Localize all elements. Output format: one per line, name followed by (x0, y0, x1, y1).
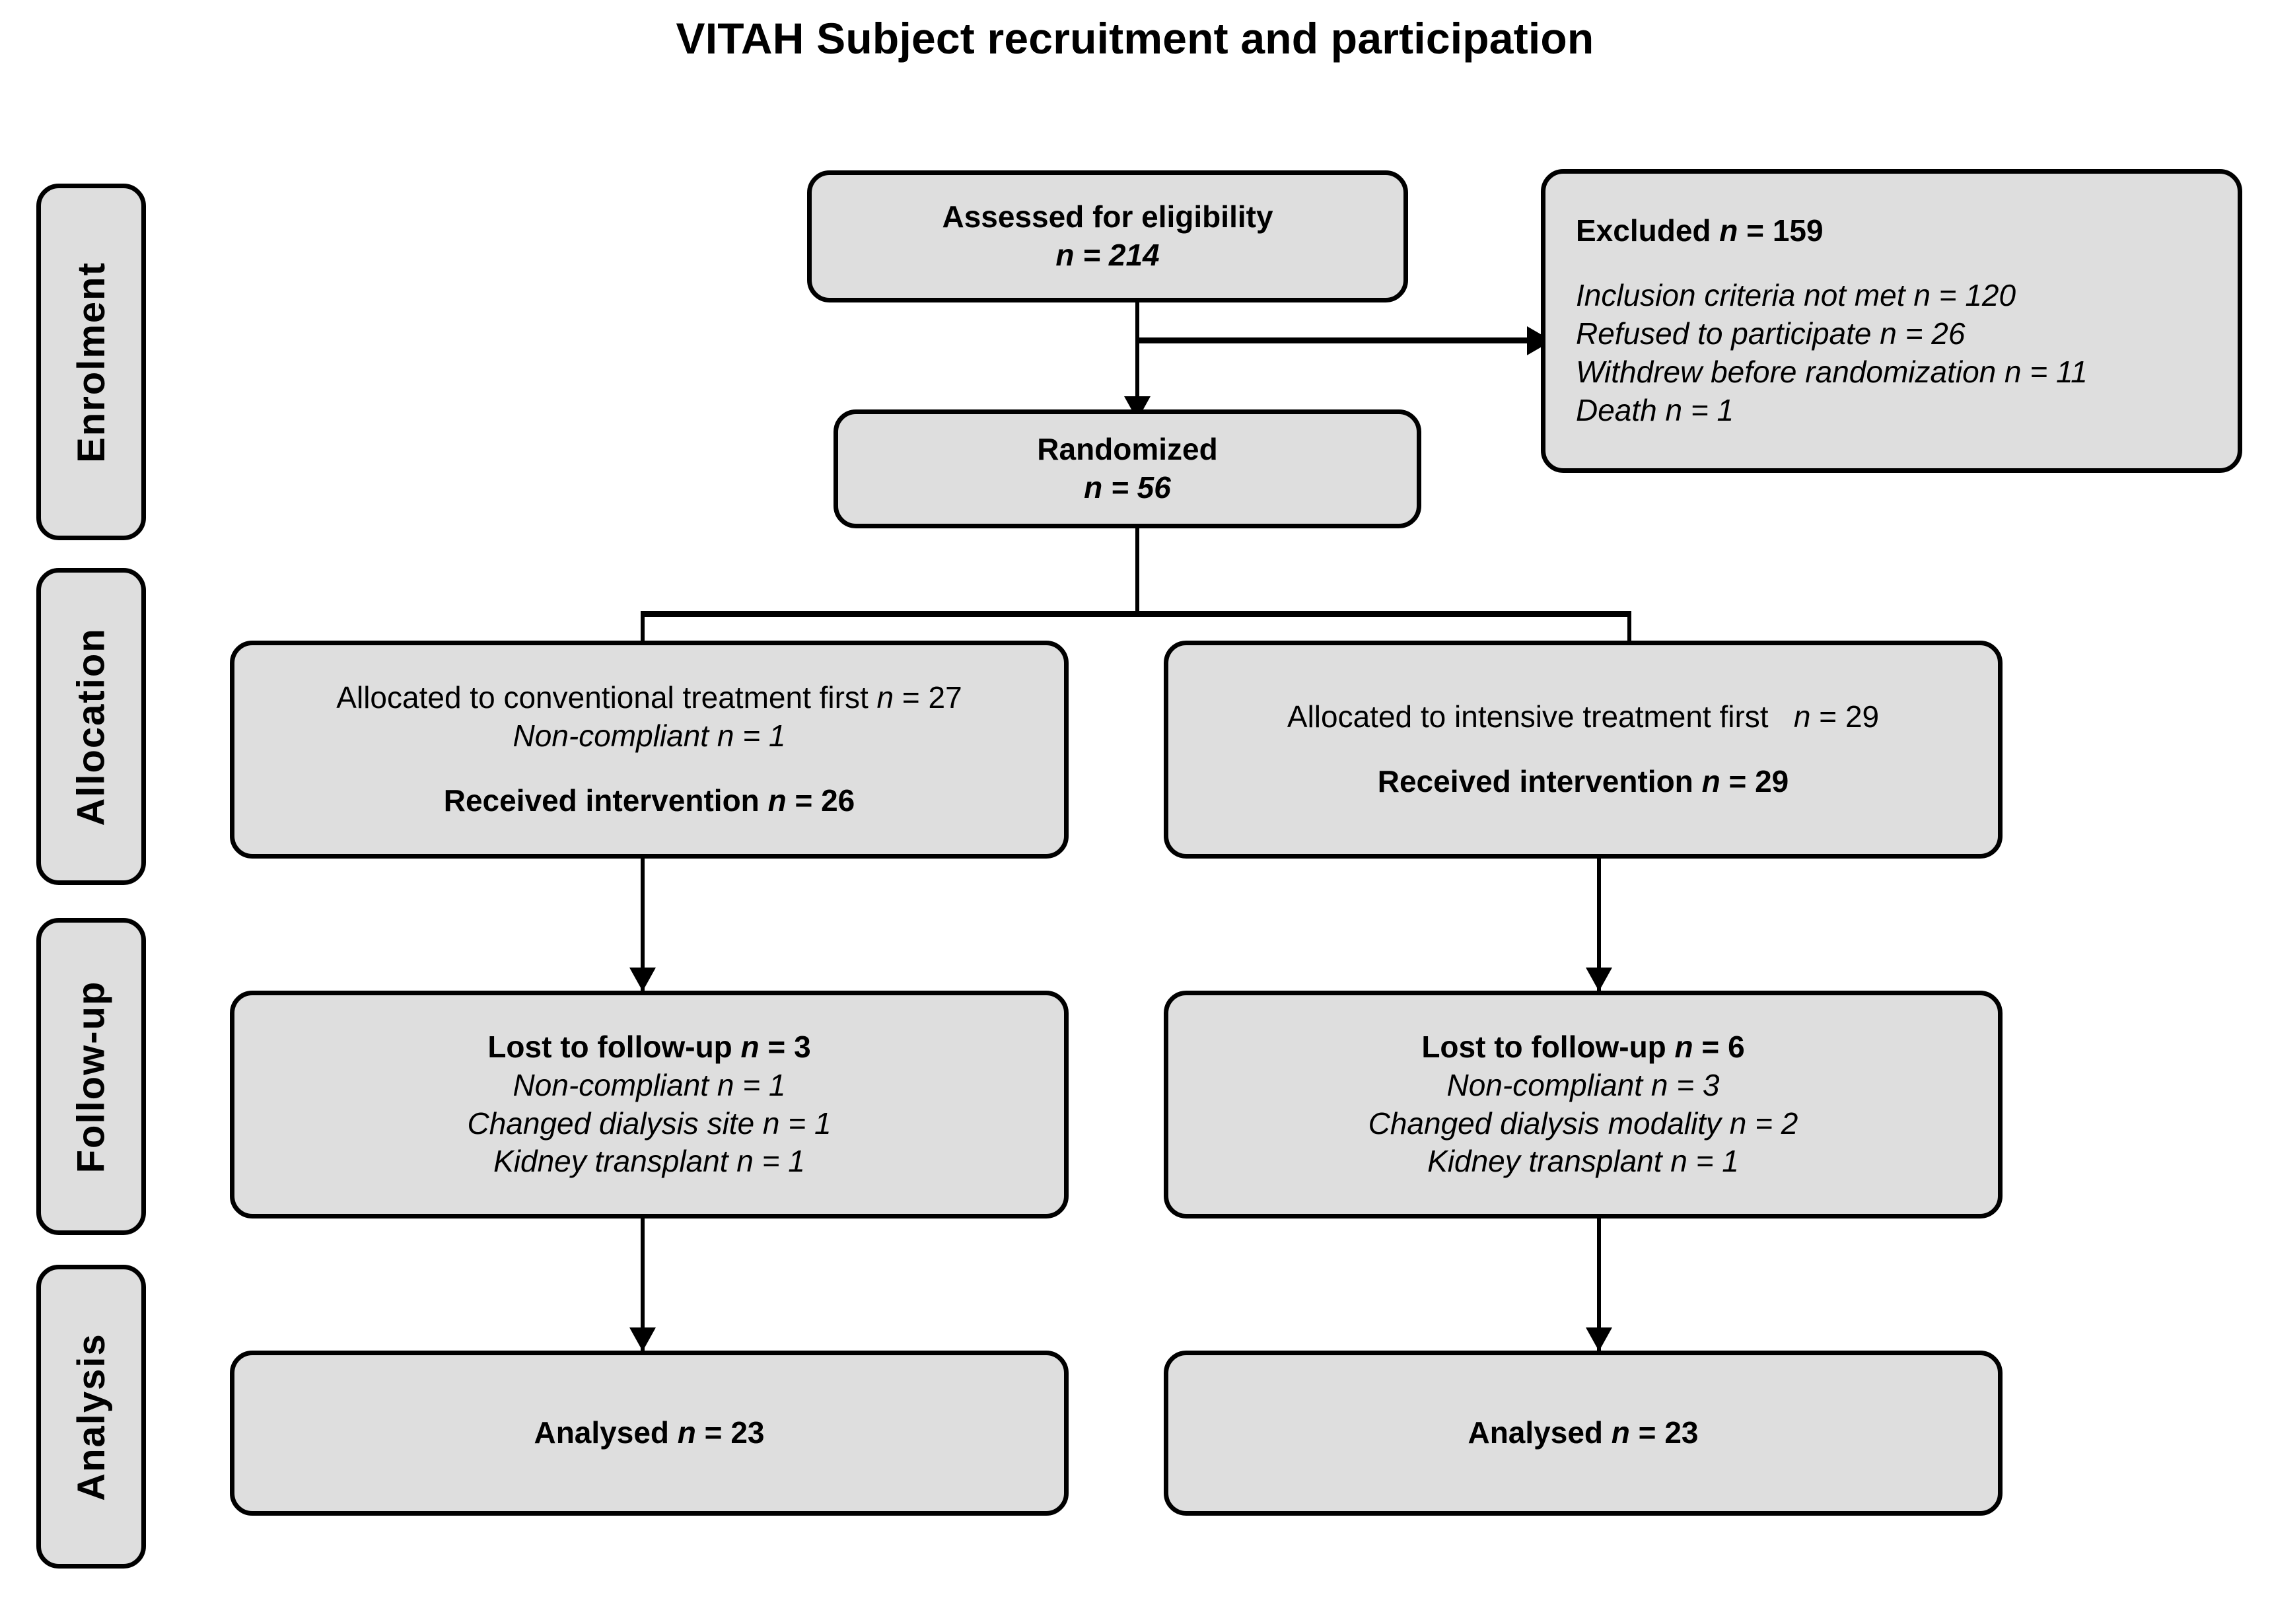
node-excluded: Excluded n = 159 Inclusion criteria not … (1541, 169, 2242, 473)
node-excluded-reason-4: Death n = 1 (1576, 392, 1734, 427)
node-followup-right-reason-2: Changed dialysis modality n = 2 (1368, 1106, 1798, 1141)
node-excluded-reason-1: Inclusion criteria not met n = 120 (1576, 278, 2016, 313)
arrow-followup-right-to-analysed-right (1586, 1327, 1612, 1351)
connector-randomized-trunk (1135, 528, 1139, 614)
connector-randomized-split-bar (641, 611, 1631, 617)
node-analysed-right-label: Analysed n = 23 (1468, 1415, 1699, 1450)
node-randomized: Randomized n = 56 (834, 409, 1421, 528)
node-followup-left-reason-2: Changed dialysis site n = 1 (467, 1106, 832, 1141)
arrow-alloc-right-to-followup-right (1586, 968, 1612, 991)
stage-tab-analysis-label: Analysis (69, 1332, 113, 1501)
stage-tab-enrolment: Enrolment (36, 184, 146, 540)
node-followup-right-reason-1: Non-compliant n = 3 (1446, 1067, 1720, 1102)
stage-tab-followup-label: Follow-up (69, 980, 113, 1173)
node-alloc-right-received: Received intervention n = 29 (1377, 764, 1789, 798)
node-assessed-line-1: Assessed for eligibility (942, 199, 1273, 234)
node-assessed-line-2: n = 214 (1055, 238, 1160, 272)
node-randomized-line-2: n = 56 (1084, 470, 1171, 505)
connector-alloc-left-to-followup-left (641, 859, 645, 991)
node-analysed-left-label: Analysed n = 23 (534, 1415, 765, 1450)
node-followup-right-heading: Lost to follow-up n = 6 (1421, 1029, 1745, 1064)
stage-tab-enrolment-label: Enrolment (69, 261, 113, 463)
node-alloc-left-line-1: Allocated to conventional treatment firs… (336, 680, 962, 715)
node-analysed-intensive: Analysed n = 23 (1164, 1351, 2003, 1516)
arrow-followup-left-to-analysed-left (629, 1327, 656, 1351)
stage-tab-allocation: Allocation (36, 568, 146, 885)
node-allocated-conventional: Allocated to conventional treatment firs… (230, 641, 1069, 859)
node-alloc-right-line-1: Allocated to intensive treatment first n… (1287, 699, 1880, 734)
node-analysed-conventional: Analysed n = 23 (230, 1351, 1069, 1516)
node-followup-right-reason-3: Kidney transplant n = 1 (1427, 1144, 1739, 1179)
node-followup-intensive: Lost to follow-up n = 6 Non-compliant n … (1164, 991, 2003, 1218)
node-assessed-for-eligibility: Assessed for eligibility n = 214 (807, 170, 1408, 302)
stage-tab-analysis: Analysis (36, 1265, 146, 1569)
connector-followup-right-to-analysed-right (1597, 1215, 1601, 1354)
page-title: VITAH Subject recruitment and participat… (676, 14, 1594, 63)
stage-tab-followup: Follow-up (36, 918, 146, 1235)
node-followup-conventional: Lost to follow-up n = 3 Non-compliant n … (230, 991, 1069, 1218)
node-followup-left-reason-1: Non-compliant n = 1 (513, 1067, 786, 1102)
node-alloc-left-line-2: Non-compliant n = 1 (513, 719, 786, 754)
node-excluded-reason-2: Refused to participate n = 26 (1576, 316, 1966, 351)
node-alloc-left-received: Received intervention n = 26 (443, 783, 855, 818)
connector-alloc-right-to-followup-right (1597, 859, 1601, 991)
stage-tab-allocation-label: Allocation (69, 627, 113, 826)
node-followup-left-heading: Lost to follow-up n = 3 (487, 1029, 811, 1064)
node-allocated-intensive: Allocated to intensive treatment first n… (1164, 641, 2003, 859)
node-excluded-reason-3: Withdrew before randomization n = 11 (1576, 354, 2088, 389)
connector-assessed-to-randomized (1135, 297, 1139, 416)
connector-followup-left-to-analysed-left (641, 1215, 645, 1354)
connector-assessed-to-excluded (1135, 337, 1538, 343)
node-excluded-heading: Excluded n = 159 (1576, 213, 1824, 248)
node-randomized-line-1: Randomized (1037, 432, 1218, 467)
node-followup-left-reason-3: Kidney transplant n = 1 (493, 1144, 805, 1179)
arrow-alloc-left-to-followup-left (629, 968, 656, 991)
